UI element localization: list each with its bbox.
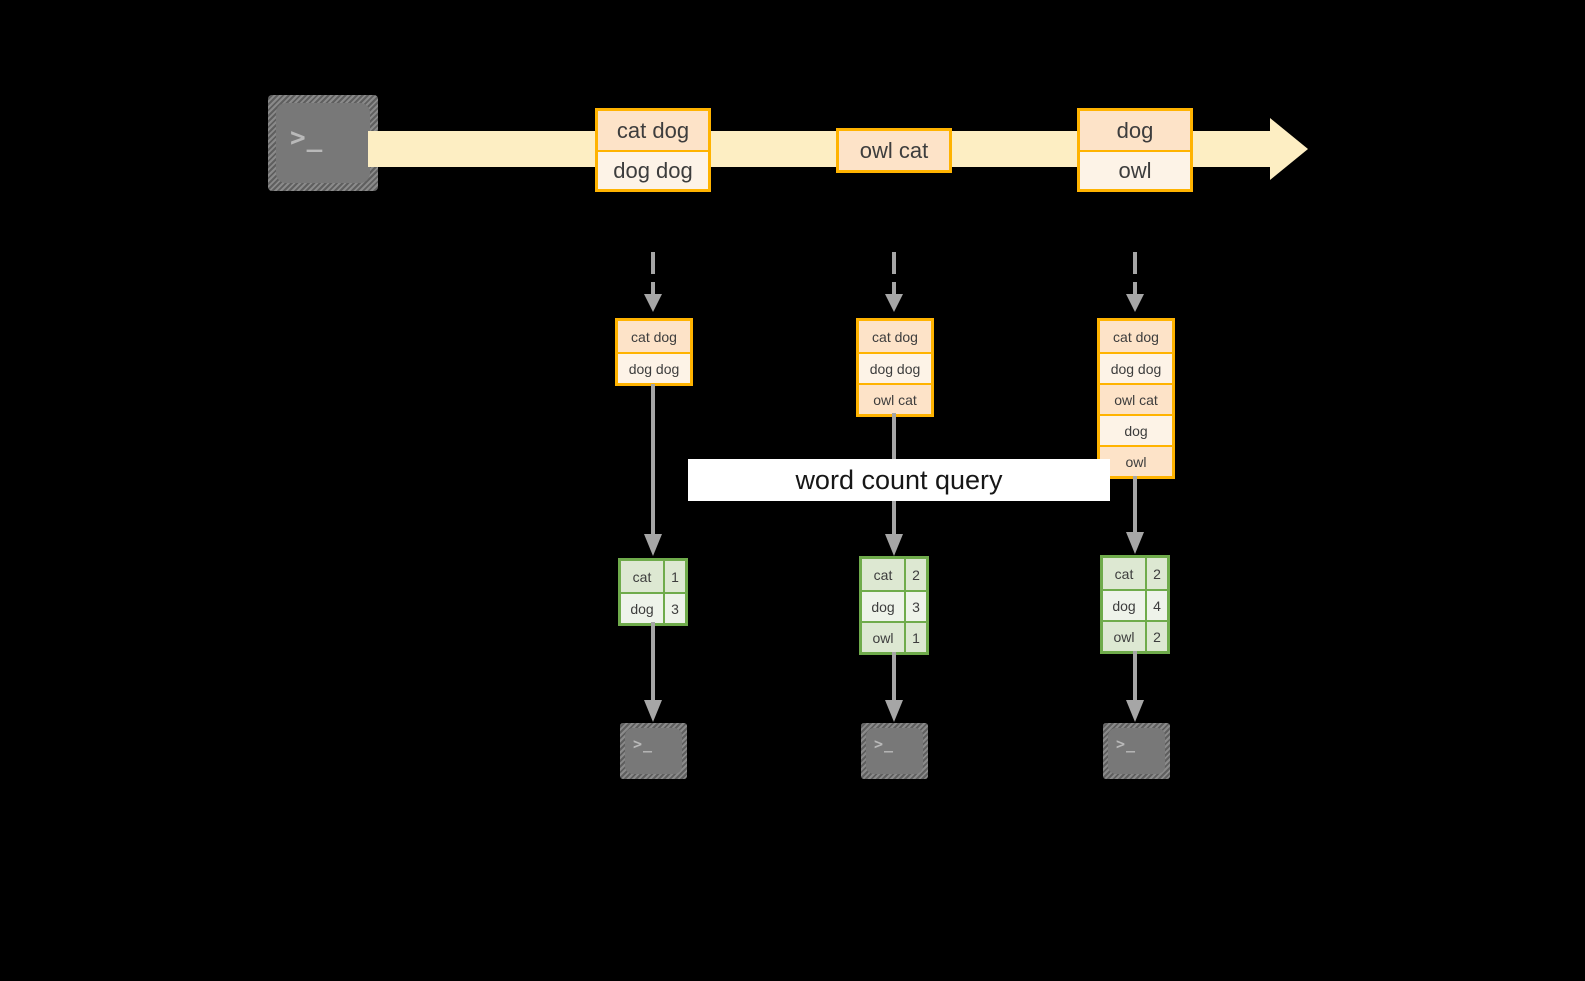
trigger-3-dashed-connector (1126, 252, 1144, 312)
input-table-row: owl cat (859, 383, 931, 414)
trigger-3-sink-connector (1126, 651, 1144, 722)
result-word: cat (862, 559, 906, 590)
stream-event-batch-1: cat dog dog dog (595, 108, 711, 192)
terminal-screen: >_ (276, 103, 370, 183)
result-count: 2 (906, 559, 926, 590)
result-count: 2 (1147, 558, 1167, 589)
trigger-3-input-table: cat dog dog dog owl cat dog owl (1097, 318, 1175, 479)
input-table-row: cat dog (859, 321, 931, 352)
result-table-row: owl 1 (862, 621, 926, 652)
source-terminal-icon: >_ (268, 95, 378, 191)
result-count: 1 (906, 623, 926, 652)
result-table-row: cat 1 (621, 561, 685, 592)
result-word: owl (862, 623, 906, 652)
stream-event-line: cat dog (598, 111, 708, 150)
trigger-1-query-connector (644, 384, 662, 556)
terminal-prompt-glyph: >_ (874, 735, 895, 753)
input-table-row: dog (1100, 414, 1172, 445)
trigger-3-query-connector (1126, 476, 1144, 554)
trigger-3-sink-terminal-icon: >_ (1103, 723, 1170, 779)
trigger-2-input-table: cat dog dog dog owl cat (856, 318, 934, 417)
result-word: dog (1103, 591, 1147, 620)
result-count: 3 (665, 594, 685, 623)
stream-event-batch-2: owl cat (836, 128, 952, 173)
query-label-band: word count query (688, 459, 1110, 501)
input-table-row: owl (1100, 445, 1172, 476)
result-count: 1 (665, 561, 685, 592)
result-word: dog (862, 592, 906, 621)
terminal-screen: >_ (866, 728, 923, 774)
result-table-row: dog 3 (621, 592, 685, 623)
result-table-row: dog 4 (1103, 589, 1167, 620)
result-table-row: owl 2 (1103, 620, 1167, 651)
result-word: dog (621, 594, 665, 623)
trigger-2-result-table: cat 2 dog 3 owl 1 (859, 556, 929, 655)
result-table-row: cat 2 (862, 559, 926, 590)
trigger-2-sink-terminal-icon: >_ (861, 723, 928, 779)
stream-event-line: owl cat (839, 131, 949, 170)
trigger-1-input-table: cat dog dog dog (615, 318, 693, 386)
result-count: 3 (906, 592, 926, 621)
result-count: 4 (1147, 591, 1167, 620)
input-table-row: dog dog (1100, 352, 1172, 383)
result-word: cat (621, 561, 665, 592)
stream-event-line: dog dog (598, 150, 708, 189)
terminal-screen: >_ (1108, 728, 1165, 774)
trigger-1-sink-connector (644, 622, 662, 722)
input-table-row: owl cat (1100, 383, 1172, 414)
trigger-3-result-table: cat 2 dog 4 owl 2 (1100, 555, 1170, 654)
terminal-prompt-glyph: >_ (633, 735, 654, 753)
trigger-2-dashed-connector (885, 252, 903, 312)
trigger-2-sink-connector (885, 652, 903, 722)
trigger-1-result-table: cat 1 dog 3 (618, 558, 688, 626)
input-table-row: dog dog (618, 352, 690, 383)
result-word: cat (1103, 558, 1147, 589)
stream-event-batch-3: dog owl (1077, 108, 1193, 192)
input-table-row: cat dog (1100, 321, 1172, 352)
stream-event-line: owl (1080, 150, 1190, 189)
result-table-row: dog 3 (862, 590, 926, 621)
query-label-text: word count query (795, 464, 1003, 495)
result-table-row: cat 2 (1103, 558, 1167, 589)
terminal-prompt-glyph: >_ (1116, 735, 1137, 753)
trigger-1-dashed-connector (644, 252, 662, 312)
stream-event-line: dog (1080, 111, 1190, 150)
terminal-screen: >_ (625, 728, 682, 774)
trigger-1-sink-terminal-icon: >_ (620, 723, 687, 779)
result-word: owl (1103, 622, 1147, 651)
input-table-row: cat dog (618, 321, 690, 352)
terminal-prompt-glyph: >_ (290, 123, 324, 153)
result-count: 2 (1147, 622, 1167, 651)
input-table-row: dog dog (859, 352, 931, 383)
